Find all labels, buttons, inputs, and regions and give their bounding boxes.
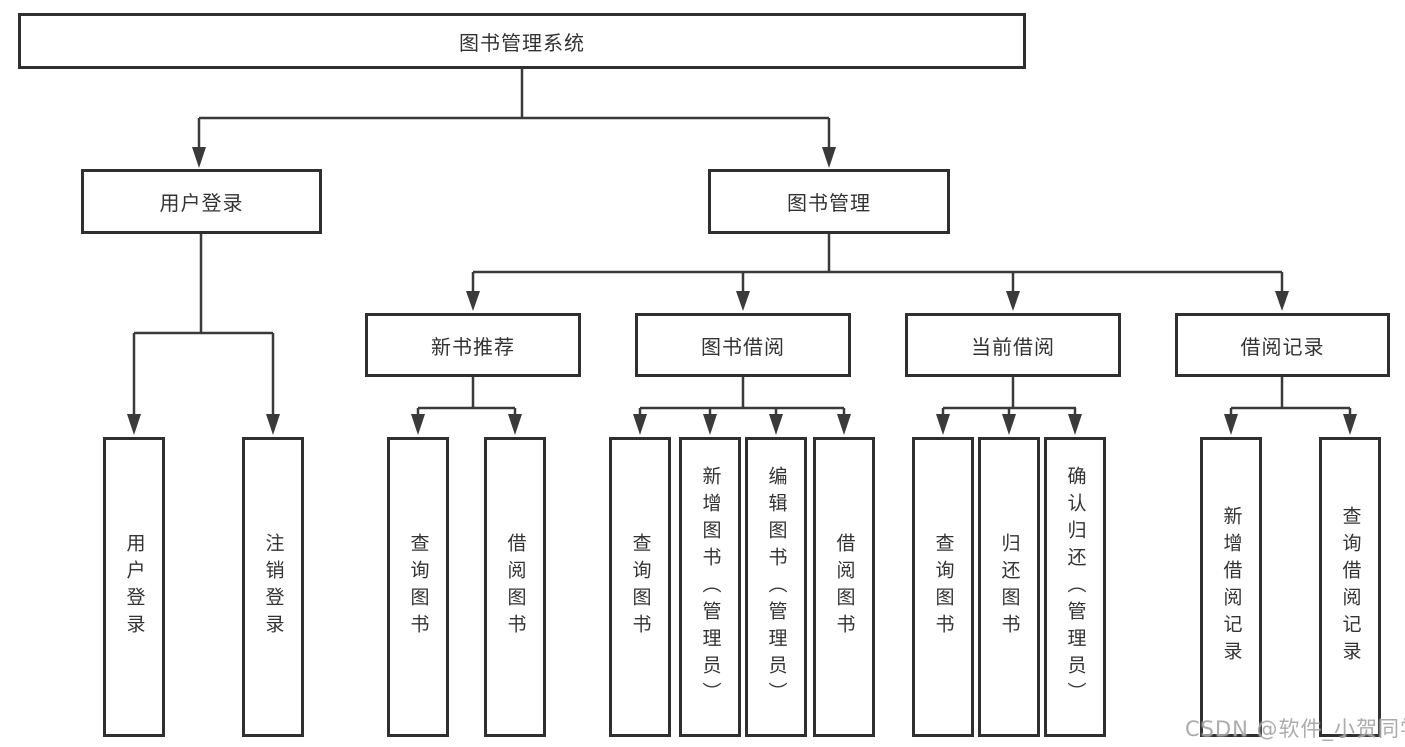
arrow-down-icon xyxy=(837,414,851,435)
arrow-down-icon xyxy=(411,414,425,435)
leaf-query-books-borrowing: 查询图书 xyxy=(609,437,671,737)
node-label: 图书管理 xyxy=(787,191,871,215)
leaf-add-borrow-record: 新增借阅记录 xyxy=(1200,437,1262,737)
node-label: 新书推荐 xyxy=(431,334,515,359)
node-label: 图书借阅 xyxy=(701,334,785,359)
arrow-down-icon xyxy=(1002,414,1016,435)
node-label: 新增借阅记录 xyxy=(1220,506,1243,668)
node-label: 借阅记录 xyxy=(1240,334,1325,359)
leaf-query-books-current: 查询图书 xyxy=(912,437,974,737)
node-label: 编辑图书（管理员） xyxy=(765,465,788,709)
arrow-down-icon xyxy=(466,291,480,311)
node-label: 图书管理系统 xyxy=(459,30,585,55)
arrowheads xyxy=(127,147,1357,435)
node-label: 新增图书（管理员） xyxy=(699,465,722,709)
node-label: 借阅图书 xyxy=(504,533,527,641)
arrow-down-icon xyxy=(736,291,750,311)
arrow-down-icon xyxy=(822,147,836,168)
node-label: 查询图书 xyxy=(407,533,430,641)
arrow-down-icon xyxy=(508,414,522,435)
node-label: 查询图书 xyxy=(932,533,955,641)
node-label: 归还图书 xyxy=(998,533,1021,641)
node-label: 查询图书 xyxy=(629,533,652,641)
node-label: 当前借阅 xyxy=(971,334,1055,359)
leaf-query-books-recommendation: 查询图书 xyxy=(387,437,449,737)
leaf-query-borrow-record: 查询借阅记录 xyxy=(1319,437,1381,737)
leaf-borrow-books-recommendation: 借阅图书 xyxy=(484,437,546,737)
node-library-management-system: 图书管理系统 xyxy=(18,13,1026,69)
node-label: 注销登录 xyxy=(262,533,285,641)
arrow-down-icon xyxy=(1224,414,1238,435)
leaf-logout: 注销登录 xyxy=(242,437,304,737)
arrow-down-icon xyxy=(633,414,647,435)
node-current-borrowing: 当前借阅 xyxy=(905,313,1121,377)
node-label: 确认归还（管理员） xyxy=(1064,465,1087,709)
arrow-down-icon xyxy=(1343,414,1357,435)
node-borrowing-records: 借阅记录 xyxy=(1175,313,1390,377)
node-label: 用户登录 xyxy=(159,191,244,215)
leaf-user-login: 用户登录 xyxy=(103,437,165,737)
node-label: 借阅图书 xyxy=(833,533,856,641)
node-book-management: 图书管理 xyxy=(708,169,950,234)
arrow-down-icon xyxy=(1006,291,1020,311)
node-label: 用户登录 xyxy=(123,533,146,641)
node-new-book-recommendation: 新书推荐 xyxy=(365,313,581,377)
node-user-login: 用户登录 xyxy=(81,169,322,234)
leaf-edit-books-admin: 编辑图书（管理员） xyxy=(745,437,807,737)
arrow-down-icon xyxy=(1275,291,1289,311)
arrow-down-icon xyxy=(936,414,950,435)
leaf-add-books-admin: 新增图书（管理员） xyxy=(679,437,741,737)
node-label: 查询借阅记录 xyxy=(1339,506,1362,668)
node-book-borrowing: 图书借阅 xyxy=(635,313,851,377)
csdn-watermark: CSDN @软件_小贺同学 xyxy=(1185,717,1405,741)
arrow-down-icon xyxy=(127,414,141,435)
arrow-down-icon xyxy=(769,414,783,435)
leaf-borrow-books-borrowing: 借阅图书 xyxy=(813,437,875,737)
arrow-down-icon xyxy=(1068,414,1082,435)
arrow-down-icon xyxy=(266,414,280,435)
arrow-down-icon xyxy=(703,414,717,435)
arrow-down-icon xyxy=(192,147,206,168)
leaf-return-books: 归还图书 xyxy=(978,437,1040,737)
leaf-confirm-return-admin: 确认归还（管理员） xyxy=(1044,437,1106,737)
